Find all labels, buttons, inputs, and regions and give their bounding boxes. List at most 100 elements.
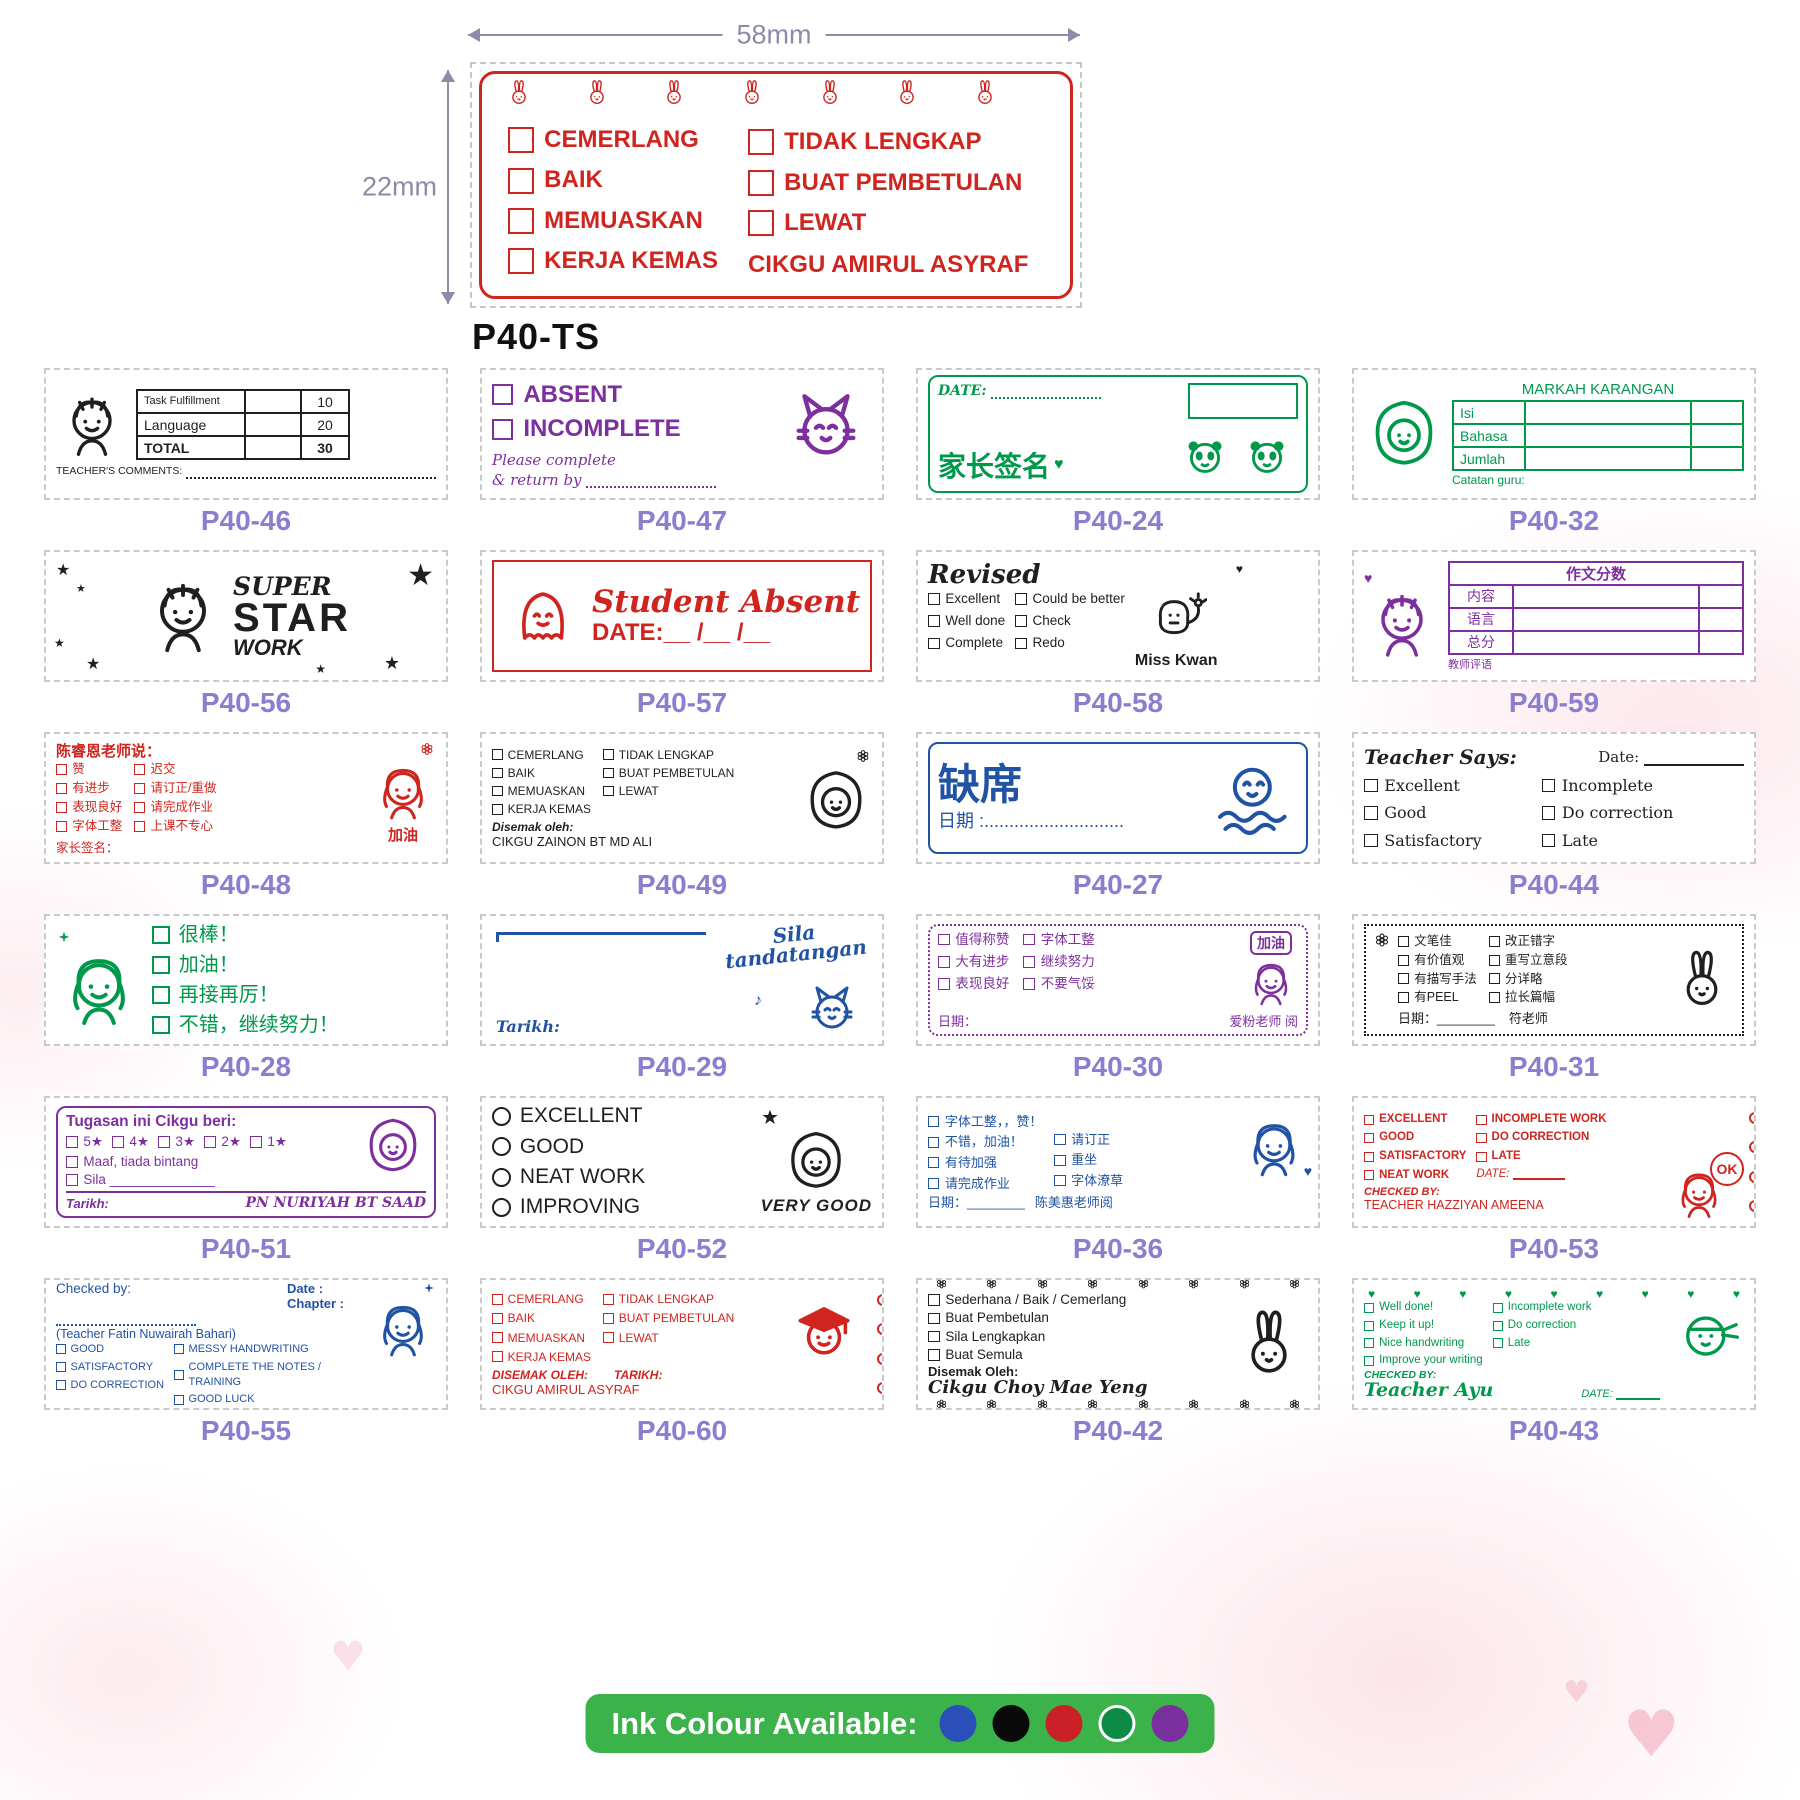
- stamp-p40-58: Revised ♥ Excellent Well done Complete C…: [916, 550, 1320, 682]
- stamp-title: 陈睿恩老师说：: [56, 743, 162, 761]
- stamp-cell-p40-32: MARKAH KARANGAN Isi Bahasa Jumlah Catata…: [1352, 368, 1756, 550]
- flower-icon: [1136, 1278, 1151, 1291]
- boy-character-icon: [141, 574, 225, 658]
- table-cell: Language: [136, 412, 246, 438]
- heart-icon: ♥: [1235, 562, 1248, 576]
- option-checkbox: Could be better: [1015, 590, 1125, 608]
- stamp-cell-p40-60: CEMERLANG BAIK MEMUASKAN KERJA KEMAS TID…: [480, 1278, 884, 1460]
- blank-cell: [1512, 606, 1700, 632]
- stamp-cell-p40-28: 很棒！ 加油！ 再接再厉！ 不错，继续努力！ P40-28: [44, 914, 448, 1096]
- ink-purple-dot: [1151, 1705, 1189, 1742]
- table-cell: Bahasa: [1452, 423, 1526, 448]
- stamp-cell-p40-59: ♥ 作文分数 内容 语言 总分 教师评语 P40-59: [1352, 550, 1756, 732]
- word-super: SUPER: [233, 571, 332, 601]
- stamp-p40-59: ♥ 作文分数 内容 语言 总分 教师评语: [1352, 550, 1756, 682]
- ok-badge: OK: [1710, 1152, 1744, 1186]
- girl-character-icon: [1240, 1113, 1308, 1181]
- option-checkbox: Improve your writing: [1364, 1353, 1483, 1369]
- swimming-boy-character-icon: [1212, 755, 1298, 841]
- stamp-code: P40-42: [1072, 1415, 1164, 1446]
- option-checkbox: 值得称赞: [938, 931, 1009, 949]
- blank-cell: [1690, 400, 1744, 425]
- stamp-cell-p40-44: Teacher Says: Date: Excellent Good Satis…: [1352, 732, 1756, 914]
- bunny-icon: [737, 78, 767, 108]
- table-cell: 内容: [1448, 583, 1514, 609]
- blank-cell: [1524, 423, 1692, 448]
- star-icon: ★: [383, 653, 400, 673]
- option-checkbox: DO CORRECTION: [1476, 1130, 1606, 1146]
- option-checkbox: INCOMPLETE: [492, 413, 772, 445]
- stamp-cell-p40-36: 字体工整，，赞！ 不错，加油！ 有待加强 请完成作业 请订正 重坐 字体潦草: [916, 1096, 1320, 1278]
- stamp-cell-p40-29: Sila tandatangan ♪ Tarikh: P40-29: [480, 914, 884, 1096]
- star-icon: ★: [54, 636, 65, 650]
- date-label: 日期：________: [928, 1195, 1025, 1211]
- teacher-name: PN NURIYAH BT SAAD: [245, 1195, 426, 1212]
- option-checkbox: Sila ______________: [66, 1171, 354, 1189]
- stamp-code: P40-51: [200, 1233, 292, 1264]
- blank-line: [1616, 1390, 1660, 1400]
- heart-icon: ♥: [1732, 1287, 1740, 1302]
- option-checkbox: Satisfactory: [1364, 830, 1481, 852]
- heart-icon: ♥: [1054, 456, 1064, 473]
- stamp-code: P40-52: [636, 1233, 728, 1264]
- date-label-text: DATE:: [1581, 1387, 1613, 1400]
- heart-border-top: ♥♥♥♥♥♥♥♥♥: [1364, 1288, 1744, 1300]
- option-checkbox: Buat Pembetulan: [928, 1309, 1224, 1327]
- stamp-code: P40-49: [636, 869, 728, 900]
- binder-ring-icon: [877, 1294, 882, 1306]
- stamp-cell-p40-31: 文笔佳 有价值观 有描写手法 有PEEL 改正错字 重写立意段 分详略 拉长篇幅: [1352, 914, 1756, 1096]
- dotted-line: [990, 383, 1101, 399]
- stamp-p40-31: 文笔佳 有价值观 有描写手法 有PEEL 改正错字 重写立意段 分详略 拉长篇幅: [1352, 914, 1756, 1046]
- note-label: Catatan guru:: [1452, 473, 1525, 487]
- height-dimension-label: 22mm: [361, 171, 437, 203]
- option-checkbox: KERJA KEMAS: [492, 801, 591, 817]
- note-line: & return by: [492, 471, 582, 490]
- option-checkbox: 请订正: [1054, 1131, 1123, 1149]
- heart-icon: ♥: [1596, 1287, 1604, 1302]
- cat-character-icon: [780, 379, 872, 471]
- stamp-p40-47: ABSENT INCOMPLETE Please complete & retu…: [480, 368, 884, 500]
- option-checkbox: Late: [1542, 830, 1674, 852]
- stamp-p40-43: ♥♥♥♥♥♥♥♥♥ Well done! Keep it up! Nice ha…: [1352, 1278, 1756, 1410]
- stamp-code: P40-43: [1508, 1415, 1600, 1446]
- option-checkbox: Redo: [1015, 634, 1125, 652]
- checked-by-label: CHECKED BY:: [1364, 1368, 1437, 1381]
- stamp-code: P40-36: [1072, 1233, 1164, 1264]
- flower-icon: [1136, 1397, 1151, 1410]
- ink-colour-bar: Ink Colour Available:: [585, 1694, 1215, 1753]
- option-checkbox: BAIK: [492, 765, 591, 781]
- ghost-character-icon: [504, 577, 582, 655]
- hearts-row: ♥: [1236, 562, 1248, 576]
- teacher-name: CIKGU AMIRUL ASYRAF: [492, 1381, 640, 1397]
- stamp-inner-border: 值得称赞 大有进步 表现良好 字体工整 继续努力 不要气馁 加油: [928, 924, 1308, 1036]
- jiayou-badge: 加油: [387, 827, 418, 845]
- heart-icon: ♥: [1303, 1162, 1312, 1179]
- width-dimension-label: 58mm: [722, 19, 826, 51]
- checked-by-label: CHECKED BY:: [1364, 1186, 1440, 1199]
- stamp-p40-29: Sila tandatangan ♪ Tarikh:: [480, 914, 884, 1046]
- stamp-cell-p40-52: EXCELLENT GOOD NEAT WORK IMPROVING VERY …: [480, 1096, 884, 1278]
- option-radio: IMPROVING: [492, 1193, 753, 1221]
- graduate-character-icon: [786, 1291, 862, 1367]
- date-label: 日期：________: [1398, 1011, 1495, 1027]
- stamp-p40-60: CEMERLANG BAIK MEMUASKAN KERJA KEMAS TID…: [480, 1278, 884, 1410]
- stamp-code: P40-32: [1508, 505, 1600, 536]
- option-checkbox: 不错，加油！: [928, 1133, 1042, 1151]
- stamp-inner-border: 文笔佳 有价值观 有描写手法 有PEEL 改正错字 重写立意段 分详略 拉长篇幅: [1364, 924, 1744, 1036]
- binder-rings: [1749, 1112, 1754, 1212]
- very-good-badge: VERY GOOD: [760, 1196, 872, 1215]
- option-checkbox: 赞: [56, 761, 122, 778]
- table-cell: Isi: [1452, 400, 1526, 425]
- option-checkbox: SATISFACTORY: [56, 1360, 164, 1375]
- option-checkbox: 重写立意段: [1489, 952, 1568, 969]
- width-dimension-arrow: 58mm: [468, 19, 1080, 51]
- option-checkbox: Sederhana / Baik / Cemerlang: [928, 1291, 1224, 1309]
- stamp-p40-28: 很棒！ 加油！ 再接再厉！ 不错，继续努力！: [44, 914, 448, 1046]
- binder-ring-icon: [877, 1323, 882, 1336]
- ink-green-dot: [1098, 1705, 1136, 1742]
- option-checkbox: Buat Semula: [928, 1346, 1224, 1364]
- option-checkbox: TIDAK LENGKAP: [748, 126, 1028, 158]
- option-checkbox: DO CORRECTION: [56, 1378, 165, 1393]
